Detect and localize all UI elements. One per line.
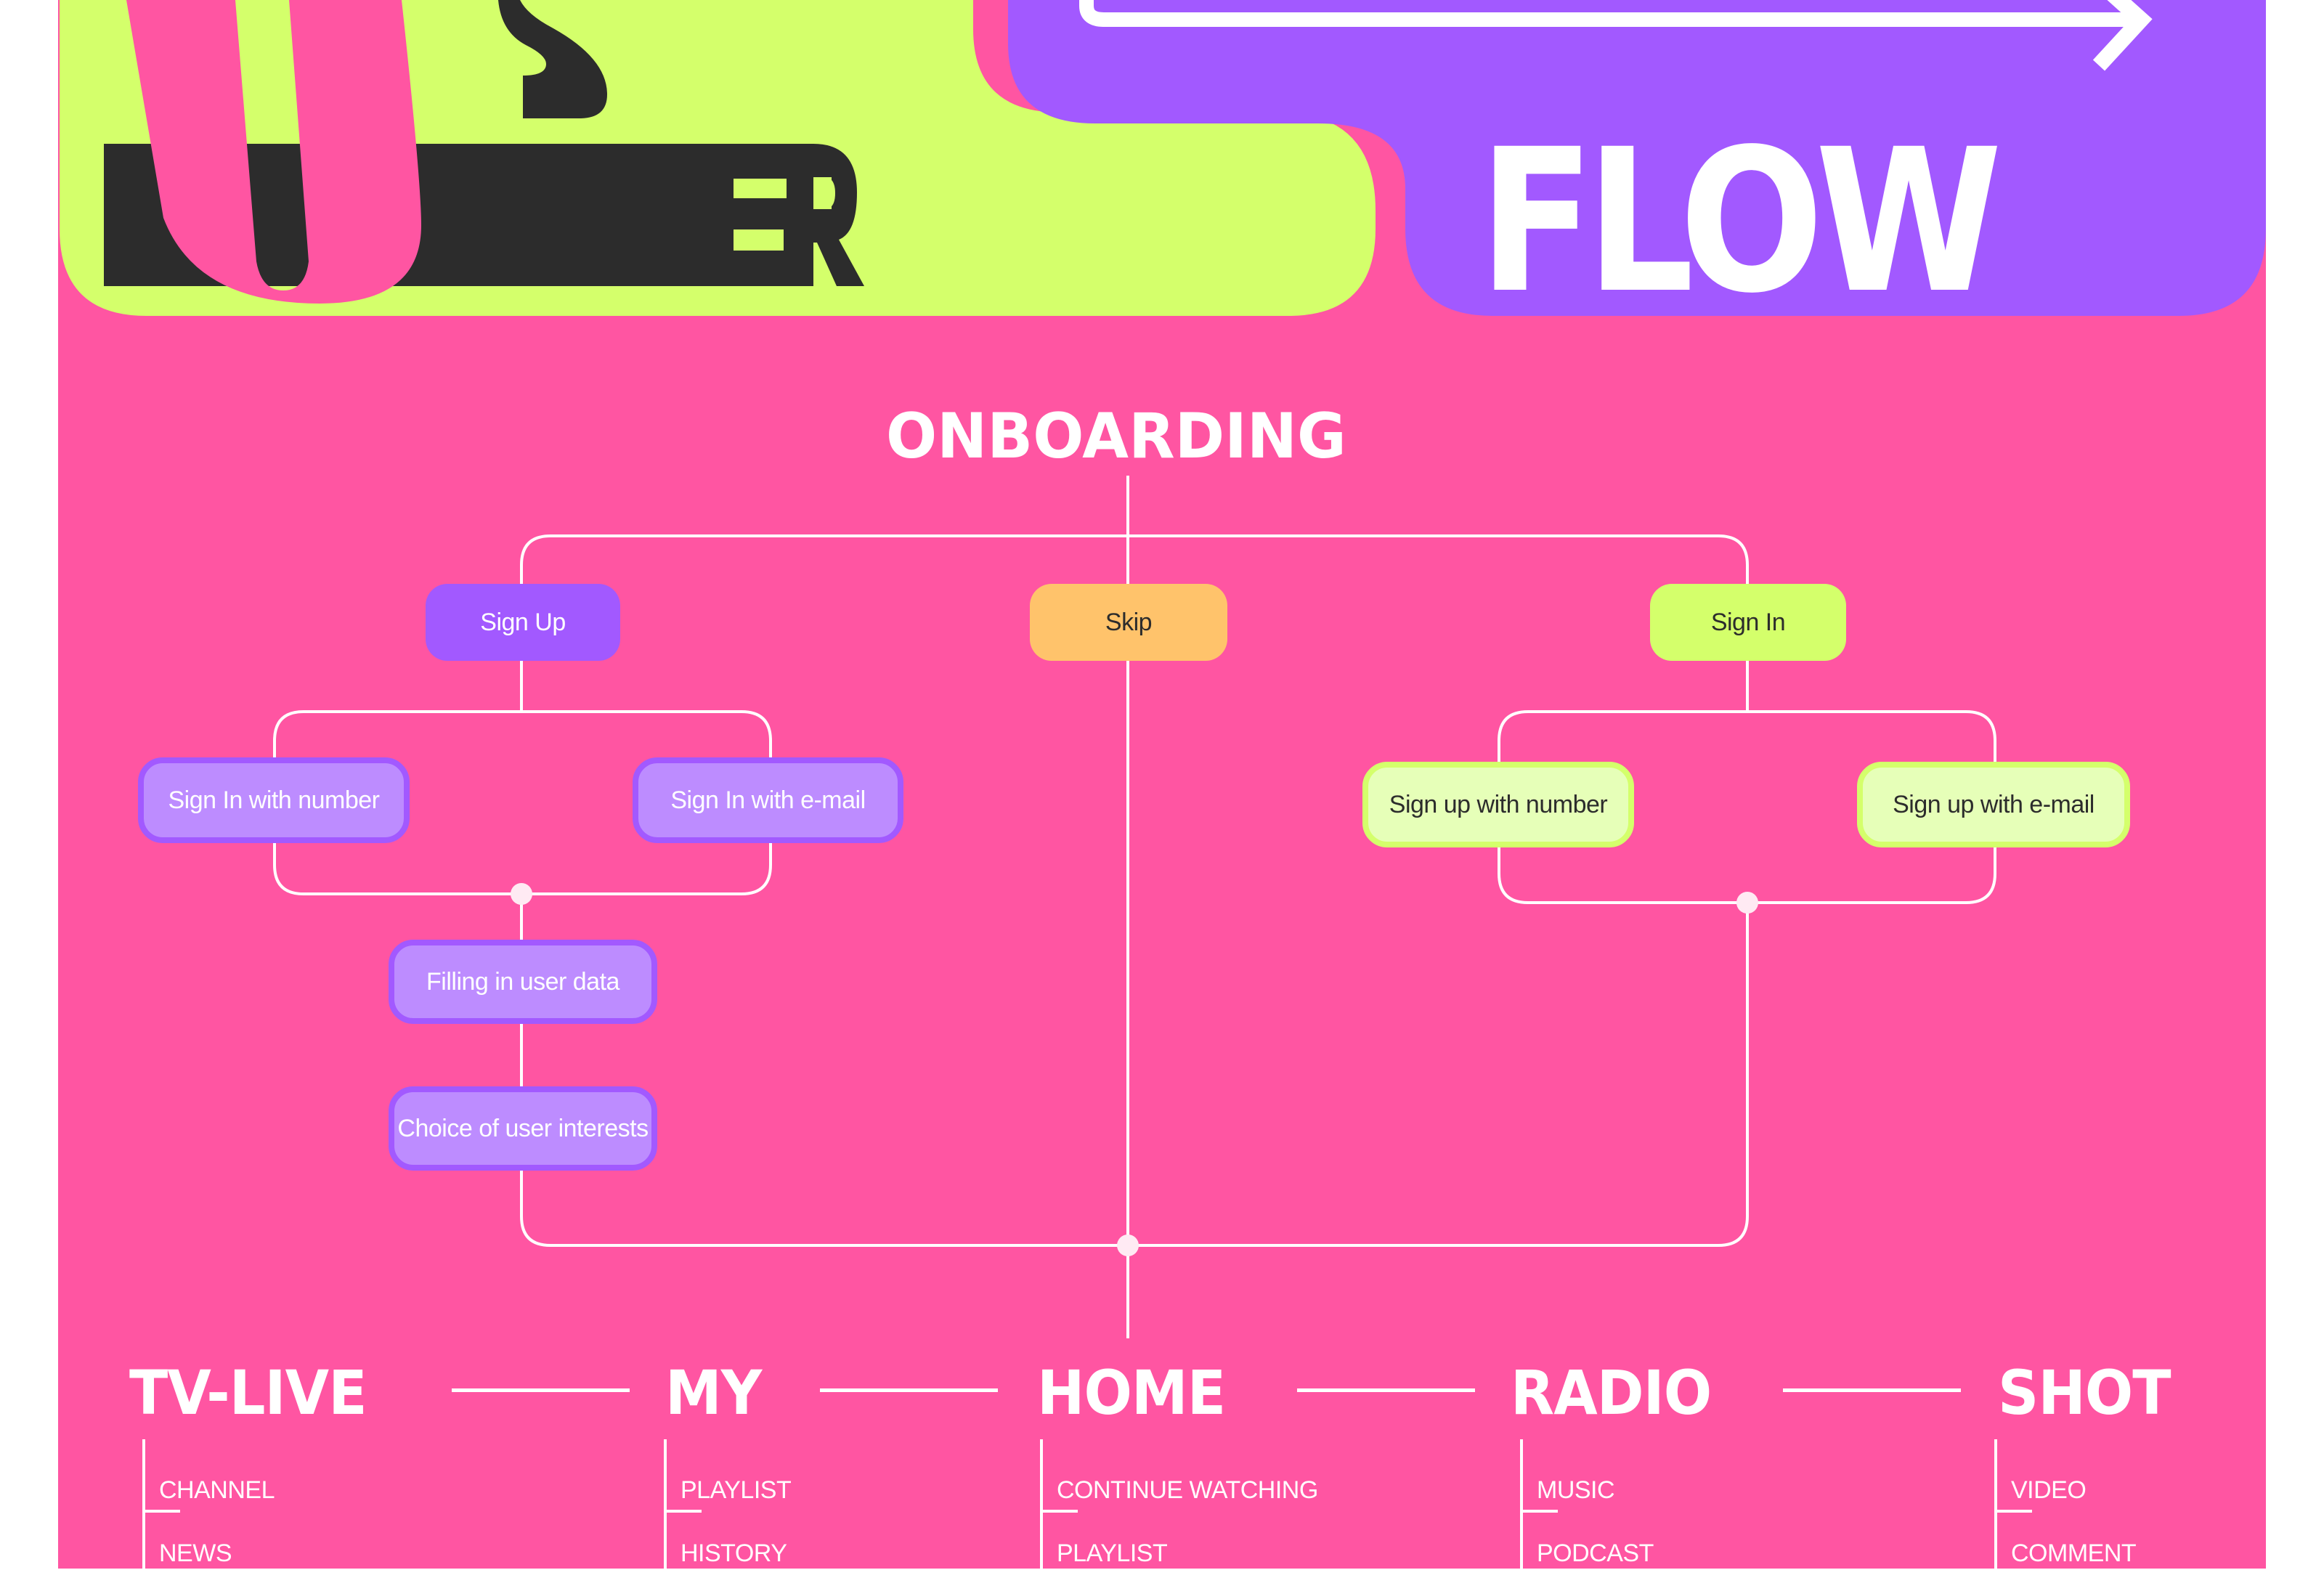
nav-item-video[interactable]: VIDEO <box>2011 1476 2087 1504</box>
nav-item-news[interactable]: NEWS <box>159 1540 232 1567</box>
node-sign-in-with-email[interactable]: Sign In with e-mail <box>633 757 903 843</box>
tree-tick <box>142 1510 180 1513</box>
nav-heading-home[interactable]: HOME <box>1037 1357 1226 1428</box>
nav-item-continue-watching[interactable]: CONTINUE WATCHING <box>1057 1476 1318 1504</box>
node-sign-up[interactable]: Sign Up <box>426 584 620 661</box>
node-skip[interactable]: Skip <box>1030 584 1227 661</box>
tree-line <box>1040 1439 1043 1570</box>
connector-signin-bracket <box>1498 710 1996 762</box>
node-sign-in[interactable]: Sign In <box>1650 584 1846 661</box>
junction-dot <box>511 883 532 905</box>
tree-tick <box>1994 1510 2032 1513</box>
tree-line <box>1994 1439 1997 1570</box>
nav-item-podcast[interactable]: PODCAST <box>1537 1540 1654 1567</box>
nav-heading-my[interactable]: MY <box>665 1357 762 1428</box>
nav-connector <box>820 1388 998 1392</box>
title-letter-u <box>126 0 421 304</box>
nav-item-channel[interactable]: CHANNEL <box>159 1476 275 1504</box>
nav-connector <box>1783 1388 1961 1392</box>
junction-dot <box>1117 1235 1139 1256</box>
node-sign-up-with-email[interactable]: Sign up with e-mail <box>1857 762 2130 847</box>
connector-signup-bracket <box>273 710 772 758</box>
nav-item-playlist[interactable]: PLAYLIST <box>680 1476 792 1504</box>
onboarding-title: ONBOARDING <box>886 400 1346 473</box>
tree-line <box>664 1439 667 1570</box>
arrow-right-icon <box>1079 0 2153 71</box>
node-sign-in-with-number[interactable]: Sign In with number <box>138 757 410 843</box>
connector-bottom-merge <box>520 903 1749 1247</box>
title-flow: FLOW <box>1479 107 2002 337</box>
node-choice-of-user-interests[interactable]: Choice of user interests <box>389 1086 657 1171</box>
nav-item-playlist[interactable]: PLAYLIST <box>1057 1540 1168 1567</box>
nav-heading-tv-live[interactable]: TV-LIVE <box>129 1357 367 1428</box>
connector-top-bracket <box>520 534 1749 585</box>
nav-connector <box>452 1388 630 1392</box>
nav-connector <box>1297 1388 1475 1392</box>
nav-heading-radio[interactable]: RADIO <box>1511 1357 1712 1428</box>
nav-heading-shot[interactable]: SHOT <box>1998 1357 2171 1428</box>
purple-title-block <box>1008 0 2266 316</box>
nav-item-comment[interactable]: COMMENT <box>2011 1540 2137 1567</box>
tree-tick <box>1040 1510 1078 1513</box>
title-letter-s <box>498 0 607 118</box>
node-sign-up-with-number[interactable]: Sign up with number <box>1362 762 1634 847</box>
tree-tick <box>664 1510 702 1513</box>
tree-line <box>1520 1439 1523 1570</box>
tree-line <box>142 1439 145 1570</box>
nav-item-music[interactable]: MUSIC <box>1537 1476 1615 1504</box>
tree-tick <box>1520 1510 1558 1513</box>
nav-item-history[interactable]: HISTORY <box>680 1540 787 1567</box>
node-filling-in-user-data[interactable]: Filling in user data <box>389 940 657 1024</box>
junction-dot <box>1736 892 1758 914</box>
